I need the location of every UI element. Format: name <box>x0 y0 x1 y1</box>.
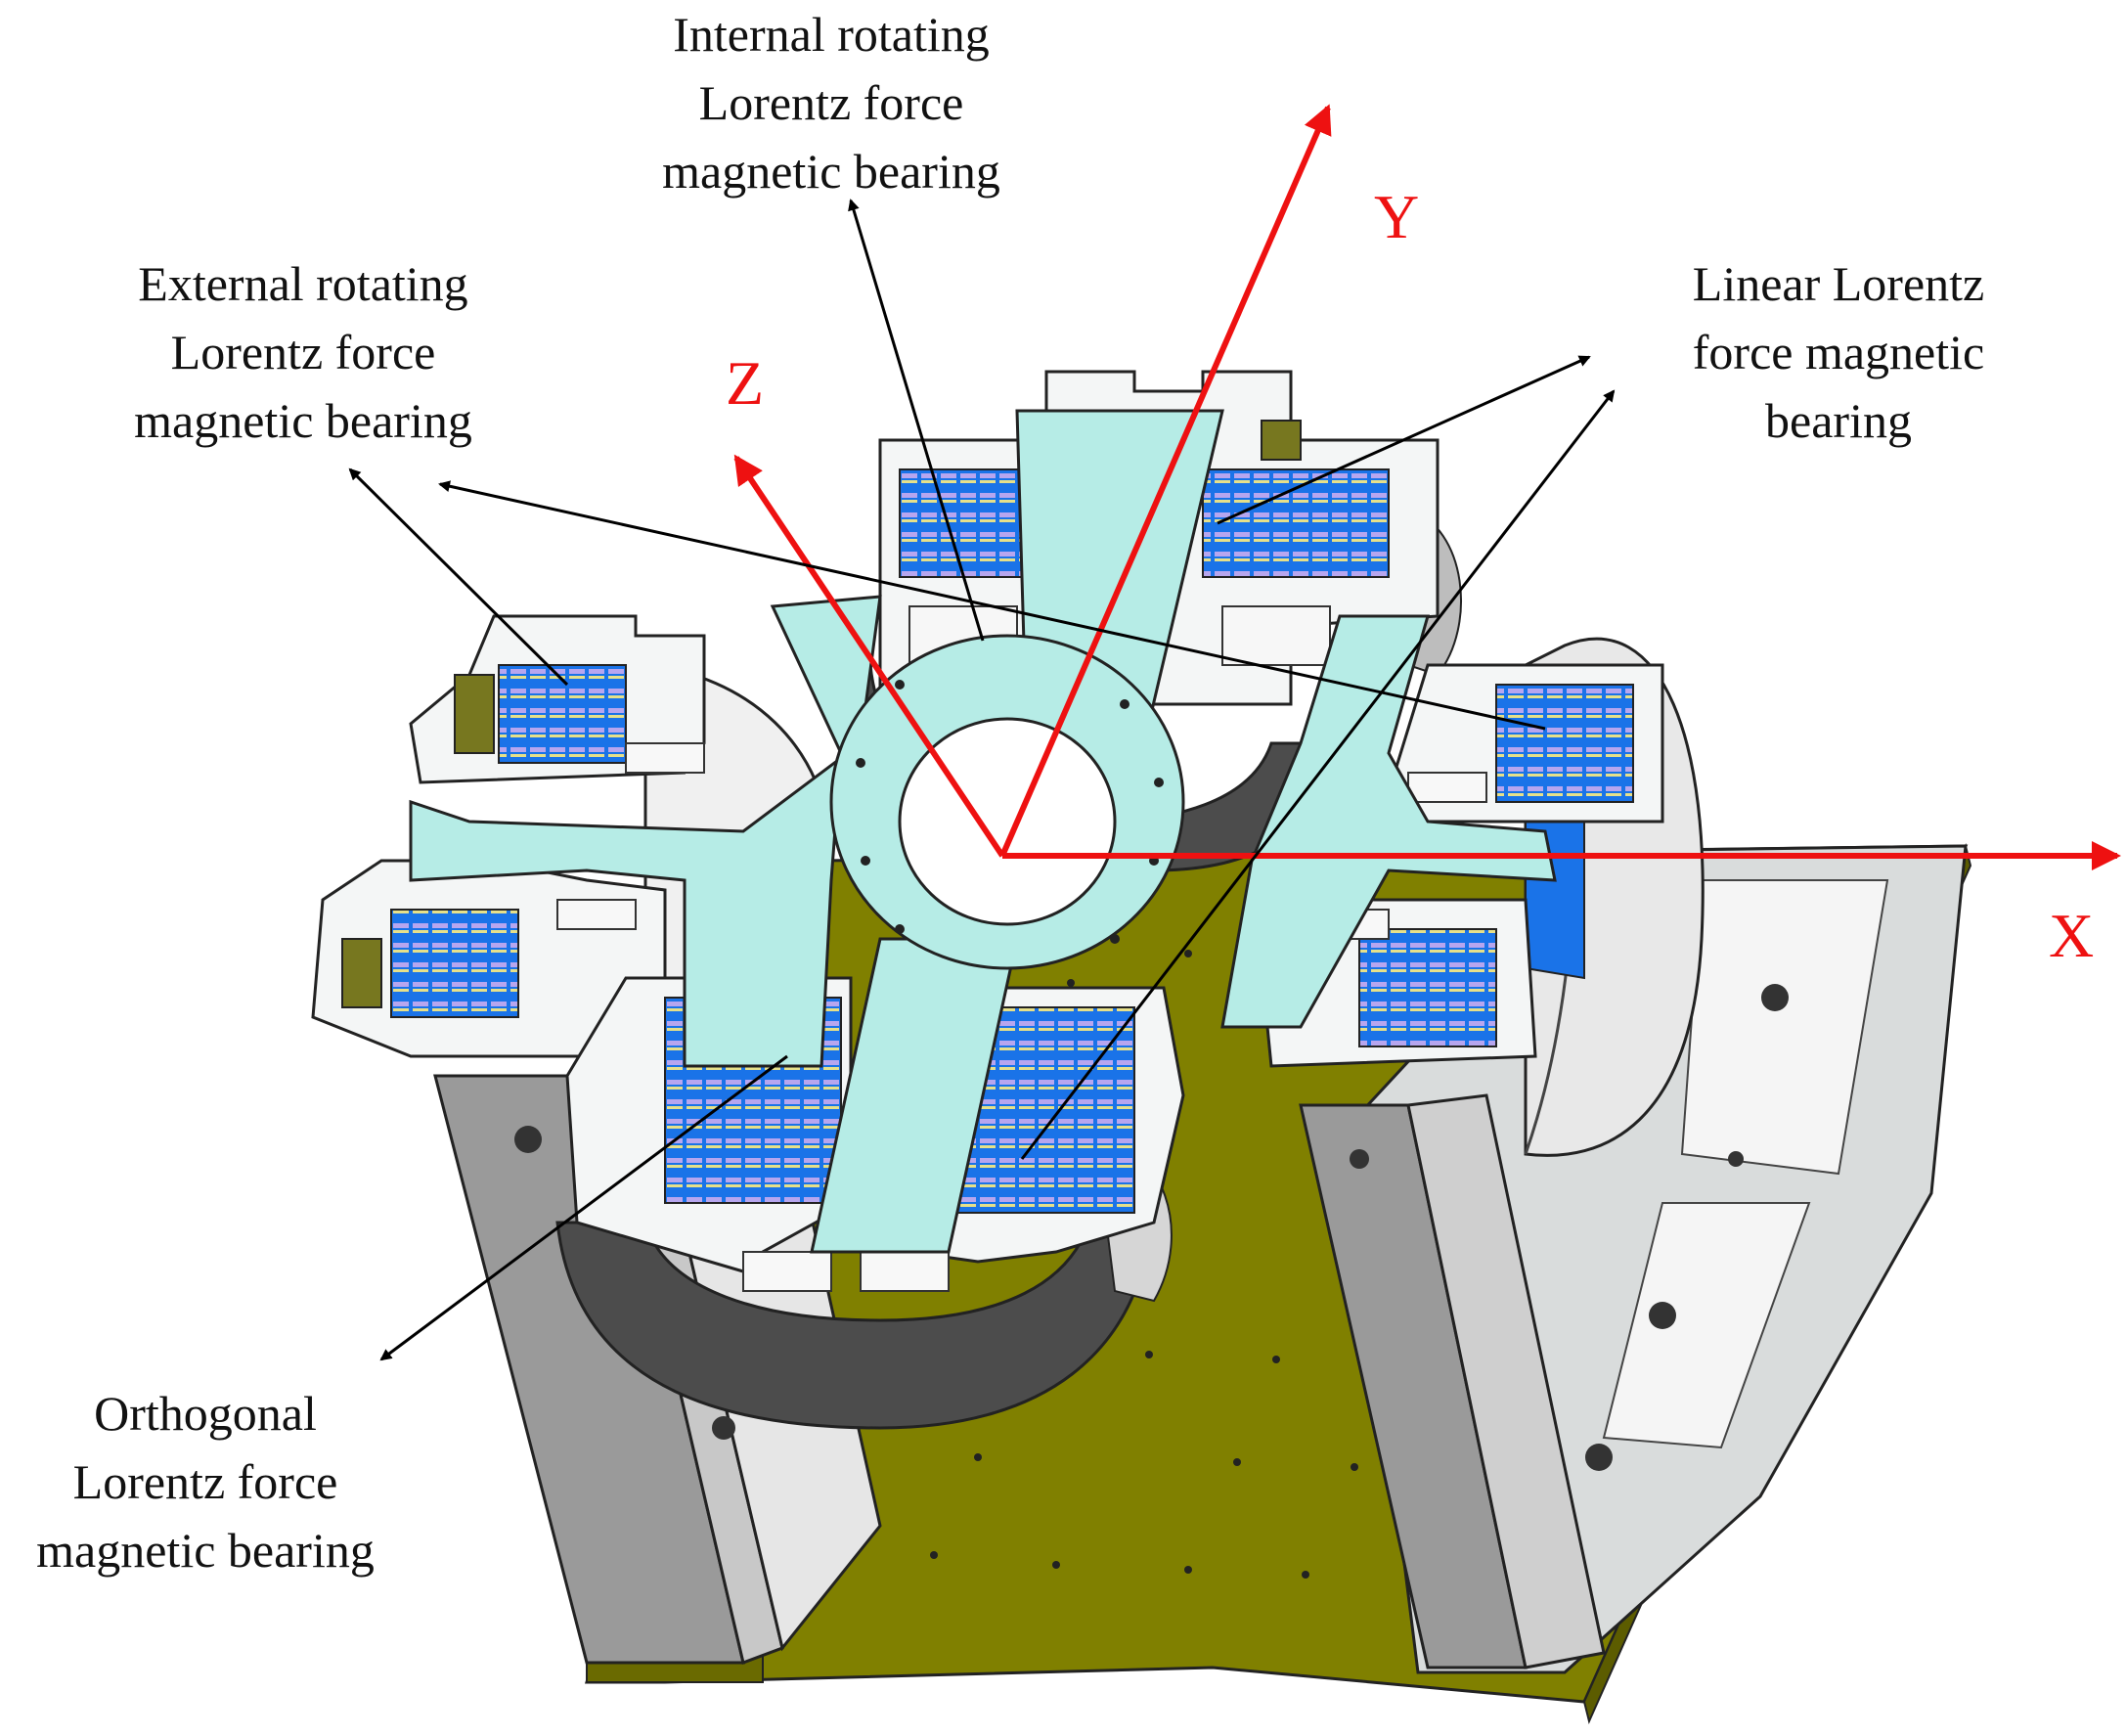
internal-leader-arrow <box>848 199 985 642</box>
y-axis-arrow <box>999 104 1332 858</box>
internal-bearing-label: Internal rotating Lorentz force magnetic… <box>636 0 1027 205</box>
x-axis-label: X <box>2049 901 2095 970</box>
central-cross-frame <box>409 409 1557 1254</box>
external-bearing-label: External rotating Lorentz force magnetic… <box>108 249 499 455</box>
left-upper-bearing-housing <box>409 614 706 784</box>
orthogonal-bearing-label: Orthogonal Lorentz force magnetic bearin… <box>10 1379 401 1584</box>
internal-label-line-3: magnetic bearing <box>662 144 1000 199</box>
z-axis-label: Z <box>726 348 765 418</box>
external-label-line-2: Lorentz force <box>170 325 436 379</box>
left-lower-bearing-housing <box>311 859 667 1058</box>
right-upper-bearing-housing <box>1387 663 1664 823</box>
external-leader-arrow-1 <box>348 467 569 687</box>
orthogonal-leader-arrow <box>379 1054 788 1361</box>
linear-leader-arrow-2 <box>1020 389 1616 1160</box>
internal-label-line-2: Lorentz force <box>698 75 964 130</box>
linear-label-line-2: force magnetic <box>1692 325 1985 379</box>
y-axis-label: Y <box>1374 182 1420 251</box>
internal-label-line-1: Internal rotating <box>673 7 990 62</box>
external-label-line-1: External rotating <box>138 256 468 311</box>
external-label-line-3: magnetic bearing <box>134 393 472 448</box>
orthogonal-label-line-1: Orthogonal <box>94 1386 317 1441</box>
leader-arrows <box>348 199 1616 1361</box>
linear-bearing-label: Linear Lorentz force magnetic bearing <box>1643 249 2034 455</box>
coordinate-axes <box>733 104 2121 870</box>
linear-label-line-1: Linear Lorentz <box>1692 256 1985 311</box>
linear-leader-arrow-1 <box>1217 355 1591 525</box>
external-leader-arrow-2 <box>438 480 1546 731</box>
orthogonal-label-line-3: magnetic bearing <box>36 1523 375 1578</box>
linear-label-line-3: bearing <box>1765 393 1912 448</box>
orthogonal-label-line-2: Lorentz force <box>72 1454 338 1509</box>
z-axis-arrow <box>733 454 1005 858</box>
